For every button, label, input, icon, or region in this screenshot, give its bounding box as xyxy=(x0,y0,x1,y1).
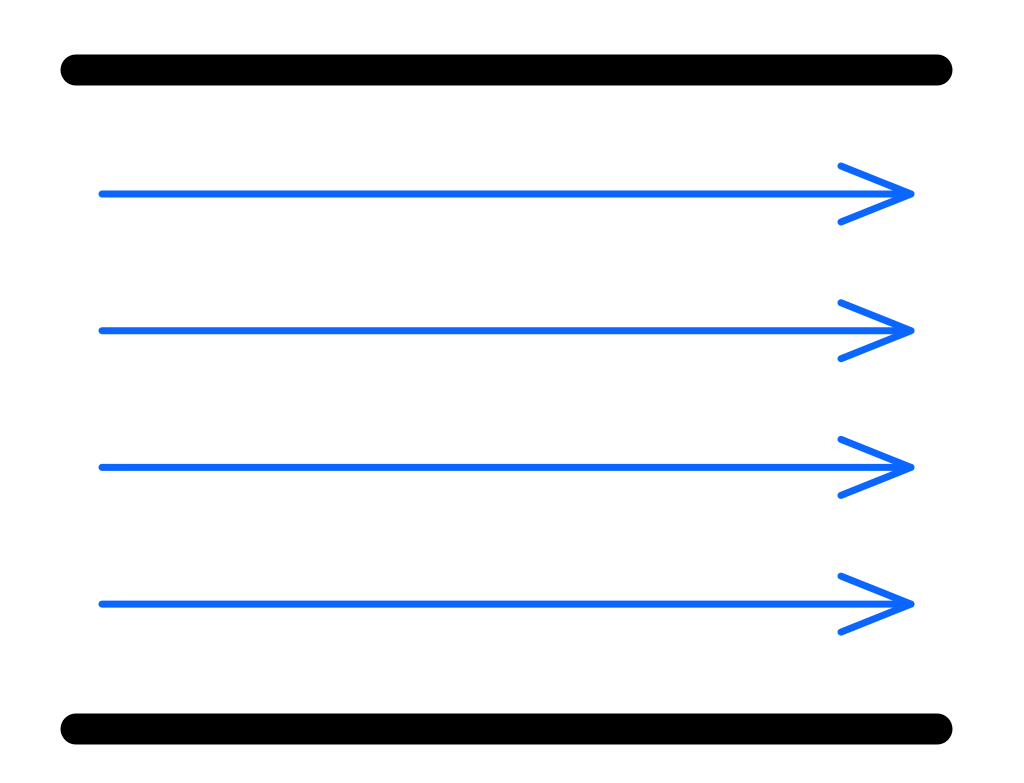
arrow-head-icon xyxy=(837,162,915,226)
arrow-right xyxy=(98,435,915,499)
arrow-right xyxy=(98,299,915,363)
arrow-head-icon xyxy=(837,572,915,636)
arrow-head-icon xyxy=(837,435,915,499)
arrow-head-icon xyxy=(837,299,915,363)
arrow-right xyxy=(98,162,915,226)
arrow-right xyxy=(98,572,915,636)
